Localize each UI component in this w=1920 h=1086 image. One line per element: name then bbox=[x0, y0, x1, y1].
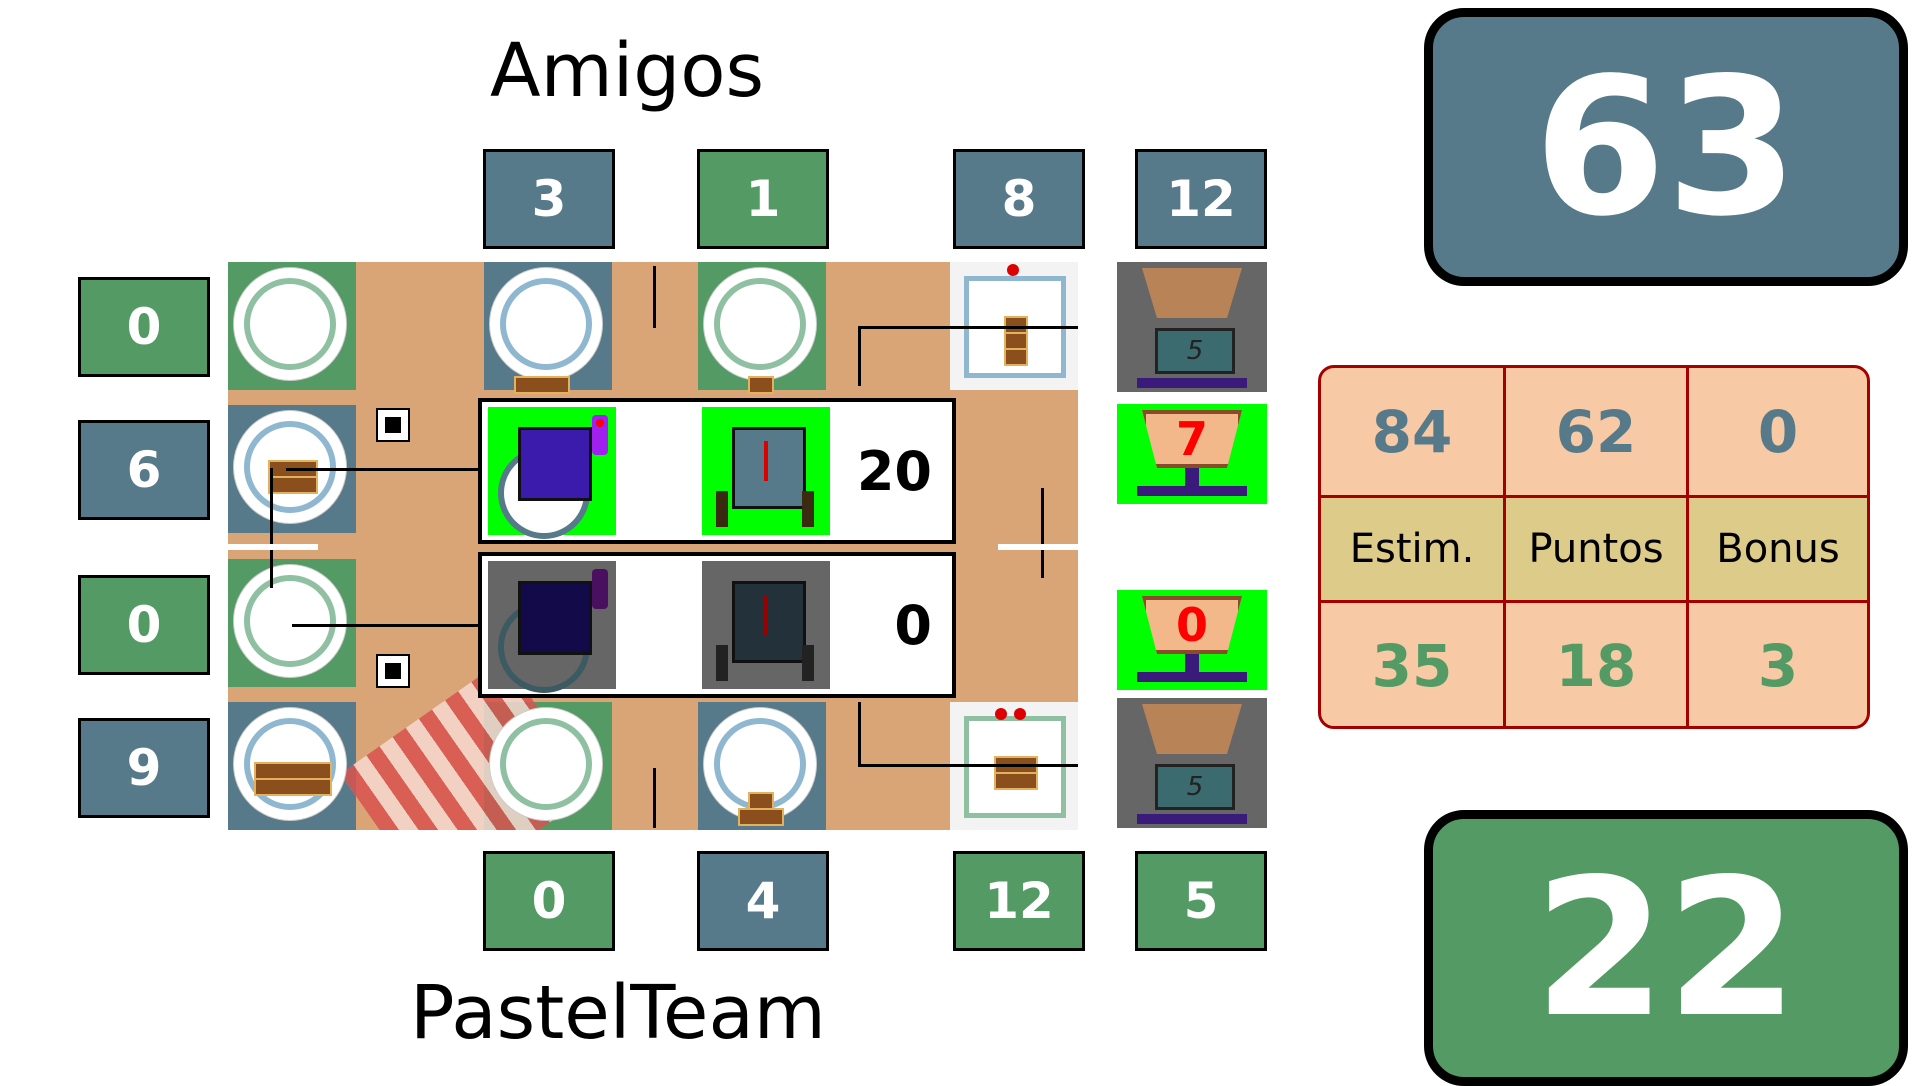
path-line bbox=[1041, 488, 1044, 578]
team-bottom-score: 22 bbox=[1424, 810, 1908, 1086]
team-top-name: Amigos bbox=[490, 28, 765, 114]
top-count-col-3: 8 bbox=[953, 149, 1085, 249]
cherry bbox=[1007, 264, 1019, 276]
plate-icon bbox=[704, 268, 816, 380]
stat-bottom-estim: 35 bbox=[1371, 632, 1453, 700]
marker-icon bbox=[376, 408, 410, 442]
top-count-col-4: 12 bbox=[1135, 149, 1267, 249]
game-board bbox=[228, 262, 1078, 830]
path-line bbox=[292, 624, 478, 627]
top-count-col-2: 1 bbox=[697, 149, 829, 249]
bottom-count-col-1: 0 bbox=[483, 851, 615, 951]
marker-icon bbox=[376, 654, 410, 688]
robot-body bbox=[518, 427, 592, 501]
traffic-light-icon bbox=[592, 569, 608, 609]
stat-top-bonus: 0 bbox=[1757, 398, 1799, 466]
bottom-count-col-4: 5 bbox=[1135, 851, 1267, 951]
chocolate-stack-icon bbox=[738, 808, 784, 826]
chocolate-stack-icon bbox=[1004, 348, 1028, 366]
target-top-value: 7 bbox=[1142, 410, 1242, 468]
robot-icon bbox=[488, 407, 616, 539]
stats-table: 84 62 0 Estim. Puntos Bonus 35 18 3 bbox=[1318, 365, 1870, 729]
robot-icon bbox=[702, 561, 830, 689]
battle-panel-active: 20 bbox=[478, 398, 956, 544]
chocolate-stack-icon bbox=[748, 376, 774, 394]
path-line bbox=[858, 702, 861, 764]
chocolate-stack-icon bbox=[268, 476, 318, 494]
chocolate-stack-icon bbox=[994, 772, 1038, 790]
plate-icon bbox=[490, 708, 602, 820]
stat-top-puntos: 62 bbox=[1555, 398, 1637, 466]
path-line bbox=[270, 468, 273, 588]
plate-icon bbox=[234, 565, 346, 677]
scale-reading-top: 5 bbox=[1155, 328, 1235, 374]
table-header-band bbox=[1321, 496, 1867, 602]
robot-icon bbox=[488, 561, 616, 693]
battle-score-inactive: 0 bbox=[894, 593, 932, 657]
scale-reading-bottom: 5 bbox=[1155, 764, 1235, 810]
divider bbox=[228, 544, 318, 550]
path-line bbox=[286, 468, 478, 471]
divider bbox=[998, 544, 1078, 550]
battle-panel-inactive: 0 bbox=[478, 552, 956, 698]
path-line bbox=[653, 266, 656, 328]
bottom-count-col-2: 4 bbox=[697, 851, 829, 951]
path-line bbox=[858, 326, 1078, 329]
battle-score-active: 20 bbox=[856, 439, 932, 503]
robot-icon bbox=[702, 407, 830, 535]
target-bottom-value: 0 bbox=[1142, 596, 1242, 654]
target-bottom: 0 bbox=[1117, 590, 1267, 690]
row-count-1: 0 bbox=[78, 277, 210, 377]
scale-icon: 5 bbox=[1117, 262, 1267, 392]
row-count-4: 9 bbox=[78, 718, 210, 818]
team-bottom-name: PastelTeam bbox=[410, 970, 826, 1056]
chocolate-stack-icon bbox=[514, 376, 570, 394]
row-count-2: 6 bbox=[78, 420, 210, 520]
header-estim: Estim. bbox=[1349, 526, 1475, 572]
cherry bbox=[995, 708, 1007, 720]
path-line bbox=[858, 326, 861, 386]
plate-icon bbox=[490, 268, 602, 380]
stat-top-estim: 84 bbox=[1371, 398, 1453, 466]
bottom-count-col-3: 12 bbox=[953, 851, 1085, 951]
chocolate-stack-icon bbox=[254, 778, 332, 796]
scale-icon: 5 bbox=[1117, 698, 1267, 828]
header-puntos: Puntos bbox=[1528, 526, 1664, 572]
stat-bottom-puntos: 18 bbox=[1555, 632, 1637, 700]
path-line bbox=[858, 764, 1078, 767]
path-line bbox=[653, 768, 656, 828]
row-count-3: 0 bbox=[78, 575, 210, 675]
header-bonus: Bonus bbox=[1716, 526, 1840, 572]
stat-bottom-bonus: 3 bbox=[1757, 632, 1799, 700]
top-count-col-1: 3 bbox=[483, 149, 615, 249]
cherry bbox=[1014, 708, 1026, 720]
target-top: 7 bbox=[1117, 404, 1267, 504]
team-top-score: 63 bbox=[1424, 8, 1908, 286]
plate-icon bbox=[234, 268, 346, 380]
